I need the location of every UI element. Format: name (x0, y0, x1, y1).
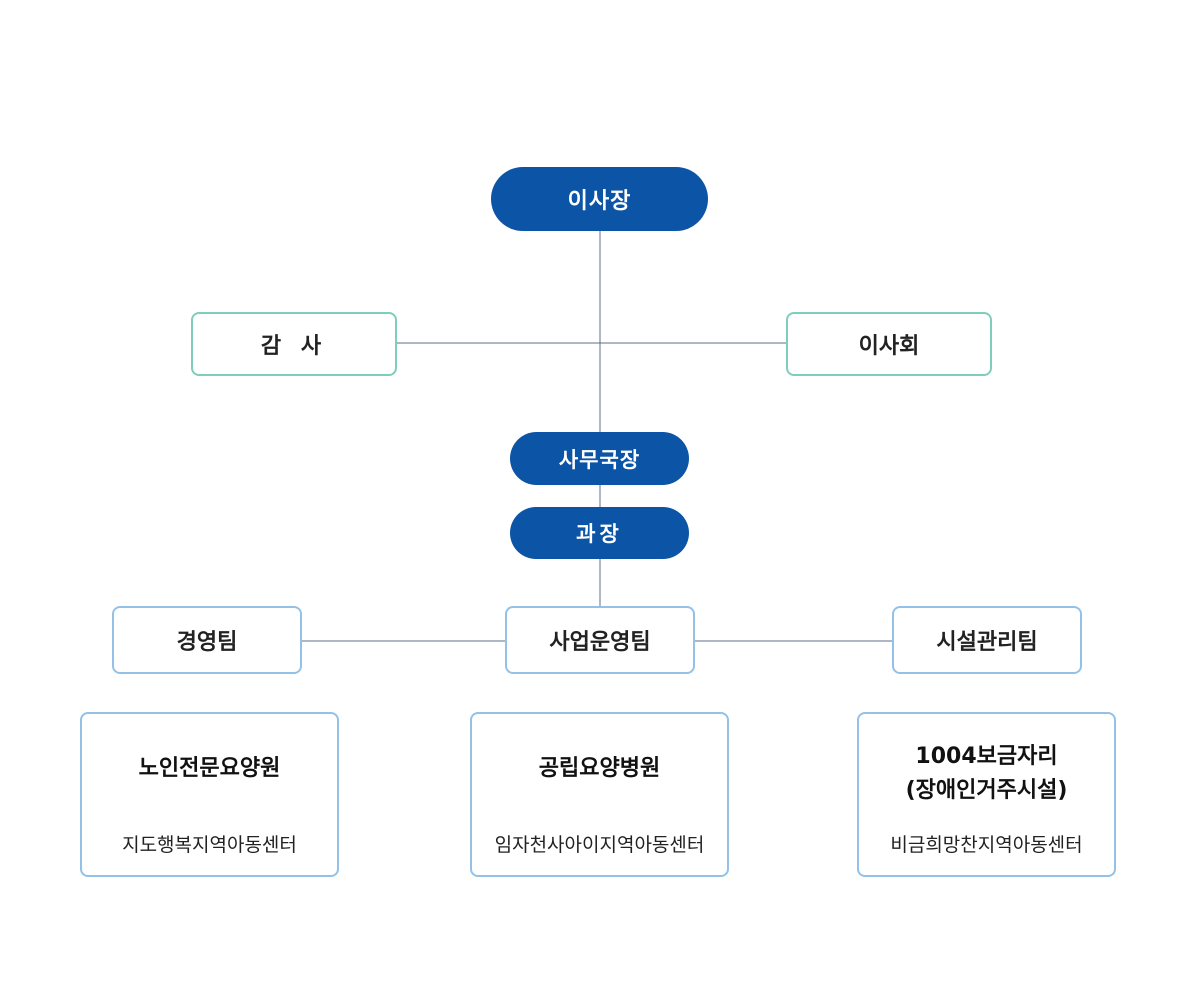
unit-sub-center: 지도행복지역아동센터 (122, 834, 297, 856)
auditor-label: 감 사 (260, 334, 328, 359)
facilities-team-label: 시설관리팀 (936, 630, 1038, 655)
operations-team-node: 사업운영팀 (505, 606, 695, 674)
unit-sub-center: 비금희망찬지역아동센터 (890, 834, 1083, 856)
management-team-node: 경영팀 (112, 606, 302, 674)
unit-name: 1004보금자리 (915, 744, 1058, 769)
secretary-general-label: 사무국장 (558, 447, 641, 472)
chairman-label: 이사장 (567, 189, 632, 214)
secretary-general-node: 사무국장 (510, 432, 689, 485)
unit-1004-shelter: 1004보금자리 (장애인거주시설) 비금희망찬지역아동센터 (857, 712, 1116, 877)
unit-name: 노인전문요양원 (138, 756, 281, 781)
unit-nursing-home: 노인전문요양원 지도행복지역아동센터 (80, 712, 339, 877)
unit-name-subtitle: (장애인거주시설) (905, 778, 1068, 803)
unit-sub-center: 임자천사아이지역아동센터 (494, 834, 705, 856)
facilities-team-node: 시설관리팀 (892, 606, 1082, 674)
board-label: 이사회 (858, 334, 920, 359)
operations-team-label: 사업운영팀 (549, 630, 651, 655)
unit-name: 공립요양병원 (538, 756, 661, 781)
chairman-node: 이사장 (491, 167, 708, 231)
section-chief-node: 과장 (510, 507, 689, 559)
unit-public-hospital: 공립요양병원 임자천사아이지역아동센터 (470, 712, 729, 877)
auditor-node: 감 사 (191, 312, 397, 376)
board-node: 이사회 (786, 312, 992, 376)
management-team-label: 경영팀 (176, 630, 238, 655)
section-chief-label: 과장 (576, 522, 623, 546)
